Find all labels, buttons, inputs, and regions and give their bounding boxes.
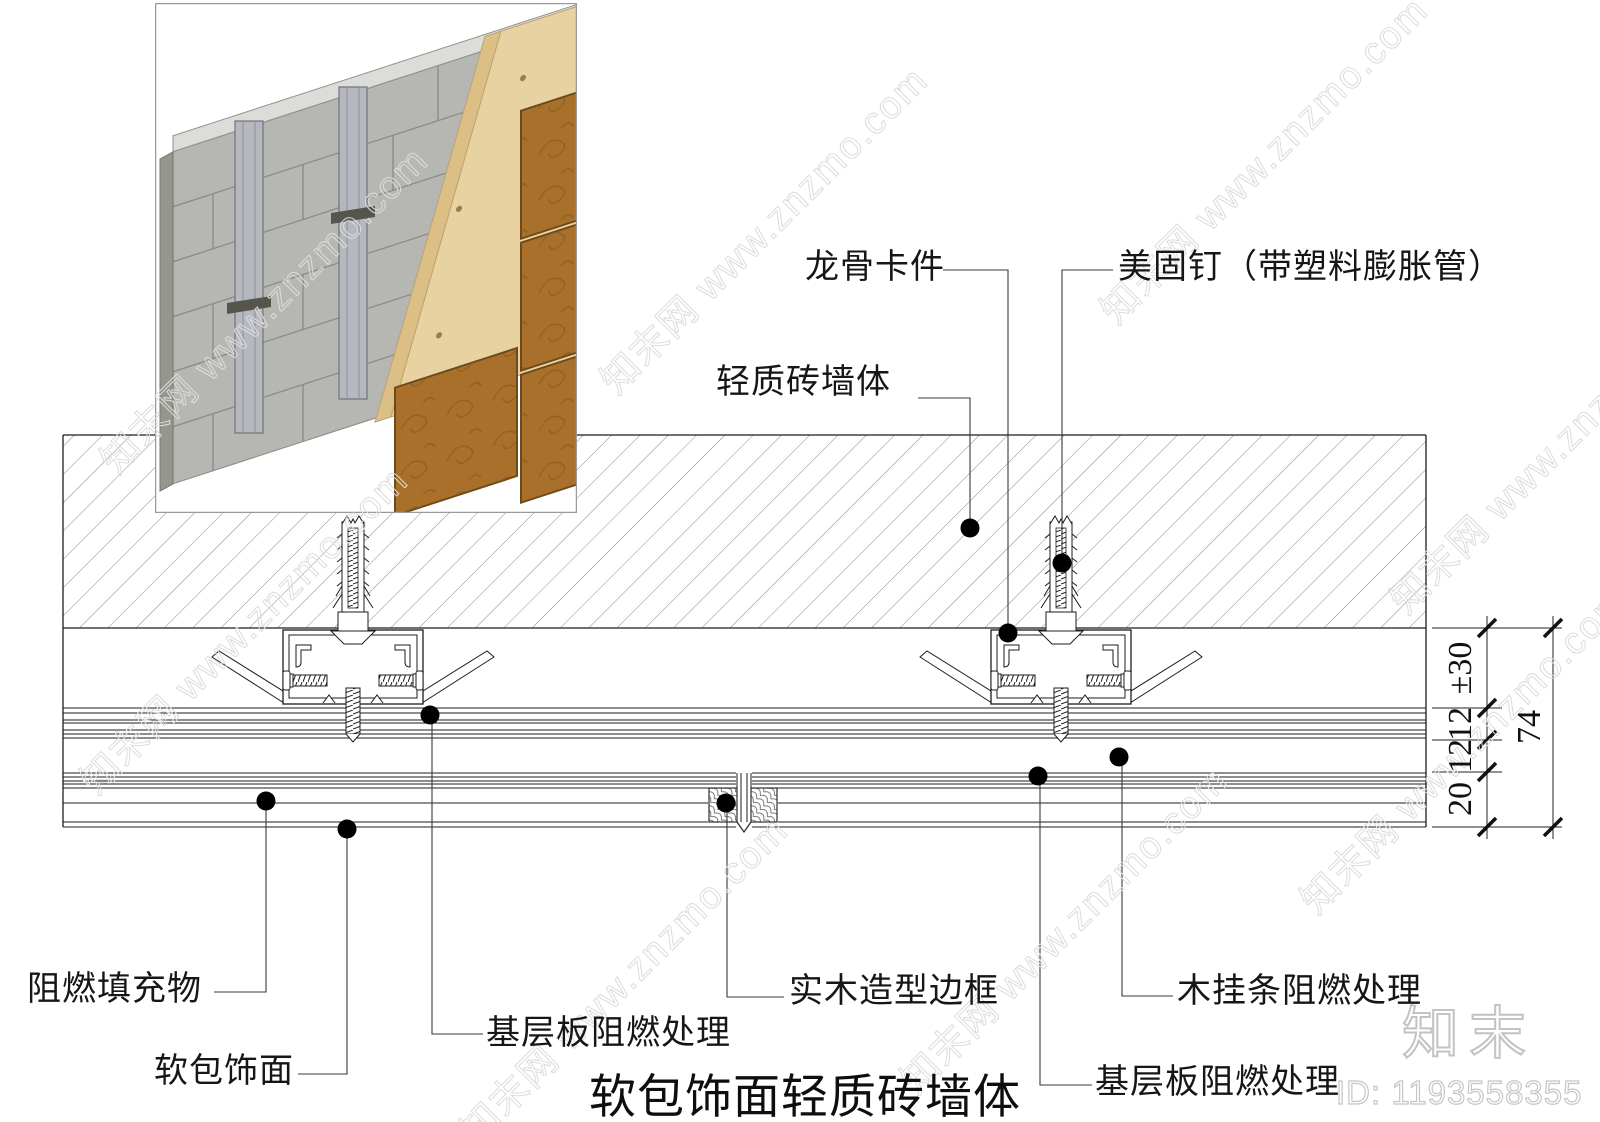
znzmo-logo: 知末 [1401, 1001, 1536, 1067]
leader-lines [214, 269, 1173, 1086]
board-layers [63, 707, 1426, 828]
asset-id: ID: 1193558355 [1335, 1073, 1583, 1111]
label-wood-frame: 实木造型边框 [789, 973, 999, 1010]
label-base-board-left: 基层板阻燃处理 [486, 1015, 731, 1052]
dimension-lines [1432, 616, 1564, 839]
label-brick-wall: 轻质砖墙体 [716, 364, 891, 401]
label-flame-filling: 阻燃填充物 [27, 971, 202, 1008]
drawing-title: 软包饰面轻质砖墙体 [589, 1072, 1021, 1122]
metal-studs [227, 86, 375, 434]
softpack-panels [394, 69, 577, 513]
inset-border [155, 3, 577, 513]
label-base-board-right: 基层板阻燃处理 [1095, 1064, 1340, 1101]
label-softpack-face: 软包饰面 [154, 1053, 294, 1090]
label-keel-clip: 龙骨卡件 [805, 249, 945, 286]
label-hanging-strip: 木挂条阻燃处理 [1177, 973, 1422, 1010]
wood-frame-joint [708, 773, 778, 833]
wall-side-face [159, 151, 174, 492]
leader-dots [256, 518, 1129, 839]
label-expansion-nail: 美固钉（带塑料膨胀管） [1118, 249, 1503, 286]
inset-3d-figure [155, 3, 577, 513]
dim-total-74: 74 [1511, 710, 1548, 744]
